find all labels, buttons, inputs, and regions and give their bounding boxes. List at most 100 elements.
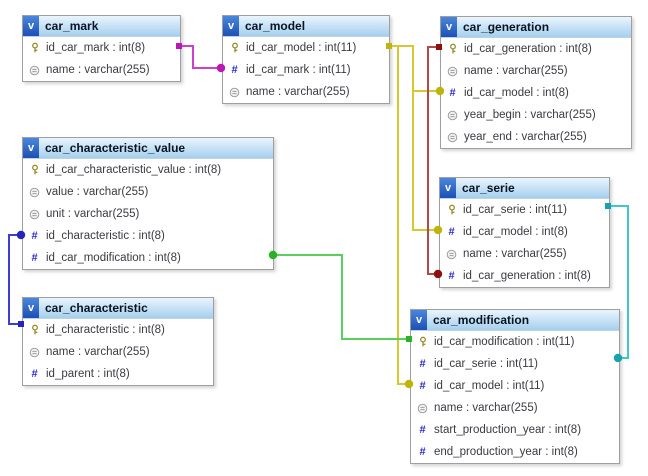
hash-glyph: # — [31, 230, 38, 242]
column-row[interactable]: value : varchar(255) — [23, 181, 273, 203]
column-row[interactable]: id_characteristic : int(8) — [23, 319, 213, 341]
column-row[interactable]: id_car_serie : int(11) — [440, 199, 609, 221]
column-row[interactable]: year_end : varchar(255) — [441, 126, 631, 148]
column-row[interactable]: # id_car_serie : int(11) — [411, 353, 619, 375]
hash-glyph: # — [419, 446, 426, 458]
column-row[interactable]: year_begin : varchar(255) — [441, 104, 631, 126]
hash-glyph: # — [231, 64, 238, 76]
column-label: id_car_mark : int(8) — [46, 42, 146, 54]
relation-car_mark-car_model — [176, 43, 226, 73]
column-row[interactable]: #id_car_model : int(8) — [441, 82, 631, 104]
hash-glyph: # — [419, 380, 426, 392]
table-header[interactable]: v car_model — [223, 16, 389, 37]
column-row[interactable]: id_car_model : int(11) — [223, 37, 389, 59]
relation-line — [427, 46, 439, 275]
column-icon — [28, 347, 41, 358]
hash-icon: # — [416, 446, 429, 458]
column-label: year_end : varchar(255) — [464, 131, 587, 143]
hash-glyph: # — [448, 226, 455, 238]
hash-icon: # — [446, 87, 459, 99]
key-icon — [228, 42, 241, 54]
table-icon: v — [411, 310, 427, 330]
table-car_characteristic[interactable]: v car_characteristic id_characteristic : i… — [22, 297, 214, 386]
table-title: car_mark — [45, 19, 99, 33]
column-label: id_characteristic : int(8) — [46, 230, 165, 242]
table-car_mark[interactable]: v car_mark id_car_mark : int(8) name : varc… — [22, 15, 181, 82]
hash-glyph: # — [31, 252, 38, 264]
column-row[interactable]: id_car_characteristic_value : int(8) — [23, 159, 273, 181]
column-row[interactable]: #id_parent : int(8) — [23, 363, 213, 385]
hash-icon: # — [416, 380, 429, 392]
column-label: name : varchar(255) — [46, 64, 150, 76]
column-row[interactable]: id_car_mark : int(8) — [23, 37, 180, 59]
column-row[interactable]: unit : varchar(255) — [23, 203, 273, 225]
column-row[interactable]: name : varchar(255) — [411, 397, 619, 419]
column-label: name : varchar(255) — [434, 402, 538, 414]
hash-glyph: # — [419, 358, 426, 370]
column-row[interactable]: name : varchar(255) — [23, 59, 180, 81]
column-icon — [446, 110, 459, 121]
hash-glyph: # — [448, 270, 455, 282]
table-title: car_characteristic_value — [45, 141, 186, 155]
table-header[interactable]: v car_characteristic — [23, 298, 213, 319]
table-icon: v — [441, 17, 457, 37]
column-row[interactable]: #id_car_modification : int(8) — [23, 247, 273, 269]
column-row[interactable]: # id_car_generation : int(8) — [440, 265, 609, 287]
key-icon — [416, 336, 429, 348]
hash-glyph: # — [31, 368, 38, 380]
column-label: name : varchar(255) — [463, 248, 567, 260]
column-icon — [228, 87, 241, 98]
column-row[interactable]: # start_production_year : int(8) — [411, 419, 619, 441]
table-car_model[interactable]: v car_model id_car_model : int(11) # id_car_… — [222, 15, 390, 104]
table-icon: v — [223, 16, 239, 36]
table-title: car_model — [245, 19, 306, 33]
column-label: start_production_year : int(8) — [434, 424, 582, 436]
column-label: id_car_mark : int(11) — [246, 64, 351, 76]
column-row[interactable]: name : varchar(255) — [23, 341, 213, 363]
hash-icon: # — [416, 424, 429, 436]
column-row[interactable]: # id_car_mark : int(11) — [223, 59, 389, 81]
column-label: id_car_serie : int(11) — [434, 358, 538, 370]
column-icon — [28, 187, 41, 198]
column-row[interactable]: name : varchar(255) — [440, 243, 609, 265]
relation-line — [397, 46, 409, 385]
column-row[interactable]: #id_car_model : int(11) — [411, 375, 619, 397]
column-label: id_car_generation : int(8) — [464, 43, 592, 55]
column-icon — [446, 66, 459, 77]
relation-line — [179, 45, 221, 69]
column-label: unit : varchar(255) — [46, 208, 140, 220]
table-icon: v — [23, 298, 39, 318]
hash-icon: # — [416, 358, 429, 370]
column-row[interactable]: id_car_modification : int(11) — [411, 331, 619, 353]
column-row[interactable]: name : varchar(255) — [441, 60, 631, 82]
column-row[interactable]: id_car_generation : int(8) — [441, 38, 631, 60]
column-label: id_car_serie : int(11) — [463, 204, 567, 216]
column-label: id_car_model : int(8) — [463, 226, 568, 238]
column-label: year_begin : varchar(255) — [464, 109, 596, 121]
column-label: id_car_generation : int(8) — [463, 270, 591, 282]
column-row[interactable]: # id_characteristic : int(8) — [23, 225, 273, 247]
column-icon — [446, 132, 459, 143]
column-label: id_car_model : int(11) — [246, 42, 357, 54]
hash-glyph: # — [419, 424, 426, 436]
table-icon: v — [23, 16, 39, 36]
table-header[interactable]: v car_mark — [23, 16, 180, 37]
relation-car_modification-car_characteristic_value — [268, 250, 412, 342]
table-title: car_characteristic — [45, 301, 148, 315]
column-row[interactable]: name : varchar(255) — [223, 81, 389, 103]
column-label: value : varchar(255) — [46, 186, 149, 198]
relation-line — [273, 254, 409, 340]
column-label: name : varchar(255) — [246, 86, 350, 98]
column-row[interactable]: # id_car_model : int(8) — [440, 221, 609, 243]
table-icon: v — [440, 178, 456, 198]
column-icon — [445, 249, 458, 260]
column-row[interactable]: #end_production_year : int(8) — [411, 441, 619, 463]
